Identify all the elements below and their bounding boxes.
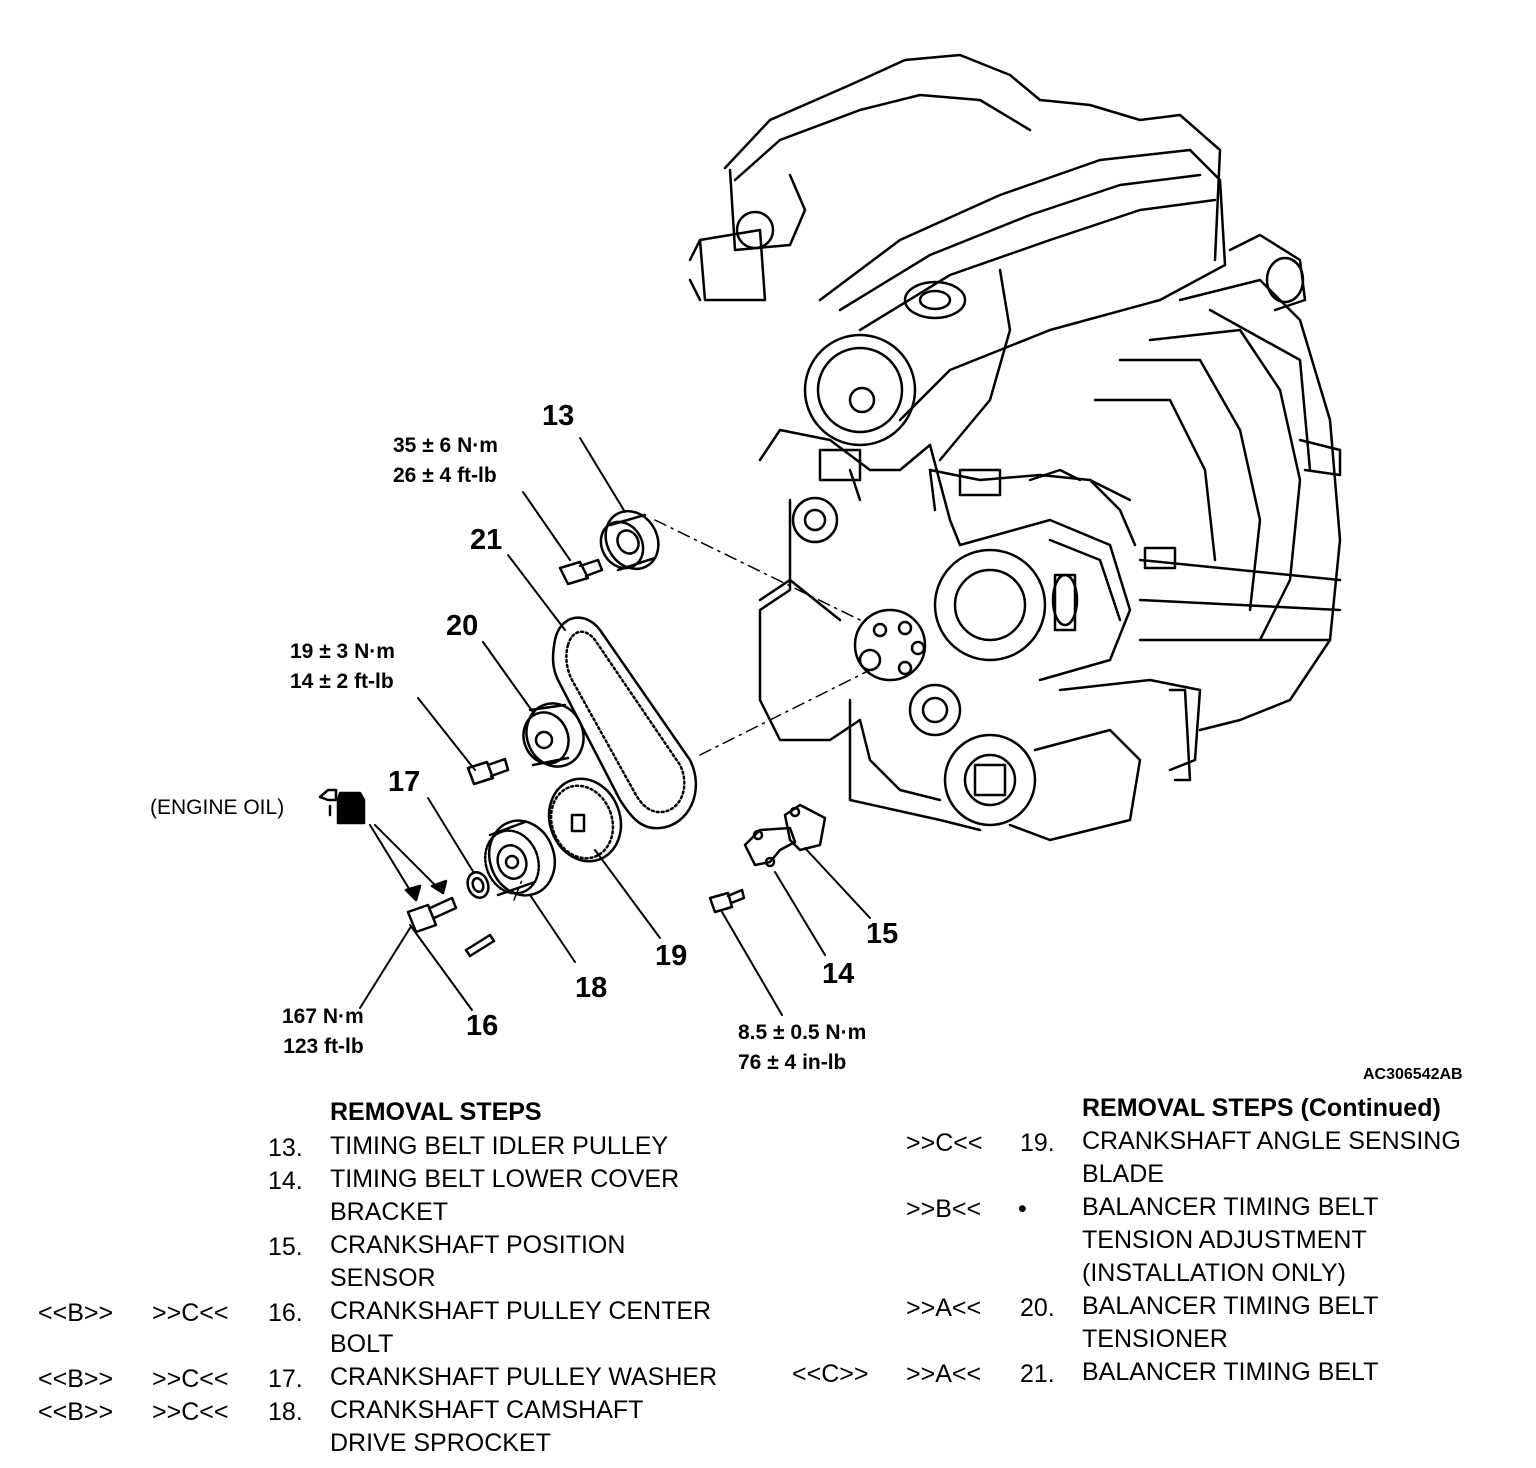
step-number: • [1018,1195,1027,1223]
step-description-line: CRANKSHAFT CAMSHAFT [330,1396,644,1424]
step-description-line: CRANKSHAFT PULLEY WASHER [330,1363,718,1391]
part-14-bracket [743,826,797,868]
torque-20-imperial: 14 ± 2 ft-lb [290,670,394,693]
part-14-bolt [708,888,746,914]
step-number: 19. [1020,1129,1055,1157]
part-20-tensioner [522,702,585,768]
step-description: BALANCER TIMING BELT TENSION ADJUSTMENT (I… [1082,1191,1378,1290]
step-description-line: SENSOR [330,1264,436,1292]
step-description-line: BALANCER TIMING BELT [1082,1292,1379,1320]
torque-16-metric: 167 N·m [282,1005,364,1028]
part-15-sensor [783,803,827,852]
step-number: 13. [268,1134,303,1162]
engine-oil-icon [318,788,366,825]
step-description: CRANKSHAFT ANGLE SENSING BLADE [1082,1125,1461,1191]
step-description: BALANCER TIMING BELT [1082,1356,1378,1389]
torque-14-bolt: 8.5 ± 0.5 N·m 76 ± 4 in-lb [738,1018,866,1078]
engine-assembly [688,53,1342,842]
step-description: CRANKSHAFT CAMSHAFT DRIVE SPROCKET [330,1394,643,1460]
callout-13: 13 [542,400,575,432]
figure-id: AC306542AB [1363,1066,1463,1083]
part-20-bolt [466,757,510,786]
torque-13-imperial: 26 ± 4 ft-lb [393,464,497,487]
installation-service-point: >>C<< [906,1129,983,1157]
step-number: 18. [268,1398,303,1426]
installation-service-point: >>A<< [906,1360,982,1388]
torque-20-metric: 19 ± 3 N·m [290,640,395,663]
callout-21: 21 [470,524,503,556]
step-description-line: TENSION ADJUSTMENT [1082,1226,1367,1254]
torque-13-metric: 35 ± 6 N·m [393,434,498,457]
installation-service-point: >>B<< [906,1195,982,1223]
torque-20-bolt: 19 ± 3 N·m 14 ± 2 ft-lb [290,637,395,697]
step-description-line: BOLT [330,1330,394,1358]
part-13-bolt [558,558,604,586]
part-13-idler-pulley [599,509,660,572]
engine-oil-label: (ENGINE OIL) [150,796,285,819]
step-number: 16. [268,1299,303,1327]
step-number: 21. [1020,1360,1055,1388]
torque-16-imperial: 123 ft-lb [283,1035,364,1058]
step-description-line: CRANKSHAFT POSITION [330,1231,626,1259]
step-number: 15. [268,1233,303,1261]
step-description-line: BRACKET [330,1198,449,1226]
step-description-line: BALANCER TIMING BELT [1082,1193,1379,1221]
removal-service-point: <<B>> [38,1398,114,1426]
torque-13-bolt: 35 ± 6 N·m 26 ± 4 ft-lb [393,431,498,491]
oil-arrowheads [404,879,448,902]
step-description: CRANKSHAFT POSITION SENSOR [330,1229,625,1295]
removal-service-point: <<B>> [38,1299,114,1327]
step-number: 17. [268,1365,303,1393]
removal-service-point: <<B>> [38,1365,114,1393]
step-description-line: (INSTALLATION ONLY) [1082,1259,1346,1287]
step-description: BALANCER TIMING BELT TENSIONER [1082,1290,1378,1356]
step-description-line: TIMING BELT IDLER PULLEY [330,1132,669,1160]
step-description: CRANKSHAFT PULLEY WASHER [330,1361,717,1394]
torque-16-bolt: 167 N·m 123 ft-lb [282,1002,364,1062]
step-description-line: BALANCER TIMING BELT [1082,1358,1379,1386]
callout-17: 17 [388,766,421,798]
step-description-line: TENSIONER [1082,1325,1228,1353]
callout-18: 18 [575,972,608,1004]
step-number: 14. [268,1167,303,1195]
callout-16: 16 [466,1010,499,1042]
callout-19: 19 [655,940,688,972]
part-key-pin [464,933,496,958]
installation-service-point: >>A<< [906,1294,982,1322]
torque-14-metric: 8.5 ± 0.5 N·m [738,1021,867,1044]
part-16-center-bolt [406,896,458,934]
alignment-lines [513,519,871,901]
step-description-line: BLADE [1082,1160,1164,1188]
callout-14: 14 [822,958,855,990]
step-description: TIMING BELT LOWER COVER BRACKET [330,1163,679,1229]
part-19-sensing-blade [547,777,623,863]
torque-14-imperial: 76 ± 4 in-lb [738,1051,847,1074]
removal-service-point: <<C>> [792,1360,869,1388]
installation-service-point: >>C<< [152,1398,229,1426]
step-description-line: CRANKSHAFT PULLEY CENTER [330,1297,712,1325]
step-description-line: DRIVE SPROCKET [330,1429,551,1457]
leader-lines [359,437,871,1016]
installation-service-point: >>C<< [152,1299,229,1327]
exploded-view-illustration [318,53,1342,1016]
installation-service-point: >>C<< [152,1365,229,1393]
step-number: 20. [1020,1294,1055,1322]
right-column-heading: REMOVAL STEPS (Continued) [1082,1094,1441,1122]
left-column-heading: REMOVAL STEPS [330,1098,542,1126]
step-description: CRANKSHAFT PULLEY CENTER BOLT [330,1295,711,1361]
step-description: TIMING BELT IDLER PULLEY [330,1130,668,1163]
callout-15: 15 [866,918,899,950]
part-18-crankshaft-sprocket [483,819,557,897]
callout-20: 20 [446,610,479,642]
part-21-balancer-timing-belt [551,616,698,830]
step-description-line: CRANKSHAFT ANGLE SENSING [1082,1127,1461,1155]
step-description-line: TIMING BELT LOWER COVER [330,1165,680,1193]
